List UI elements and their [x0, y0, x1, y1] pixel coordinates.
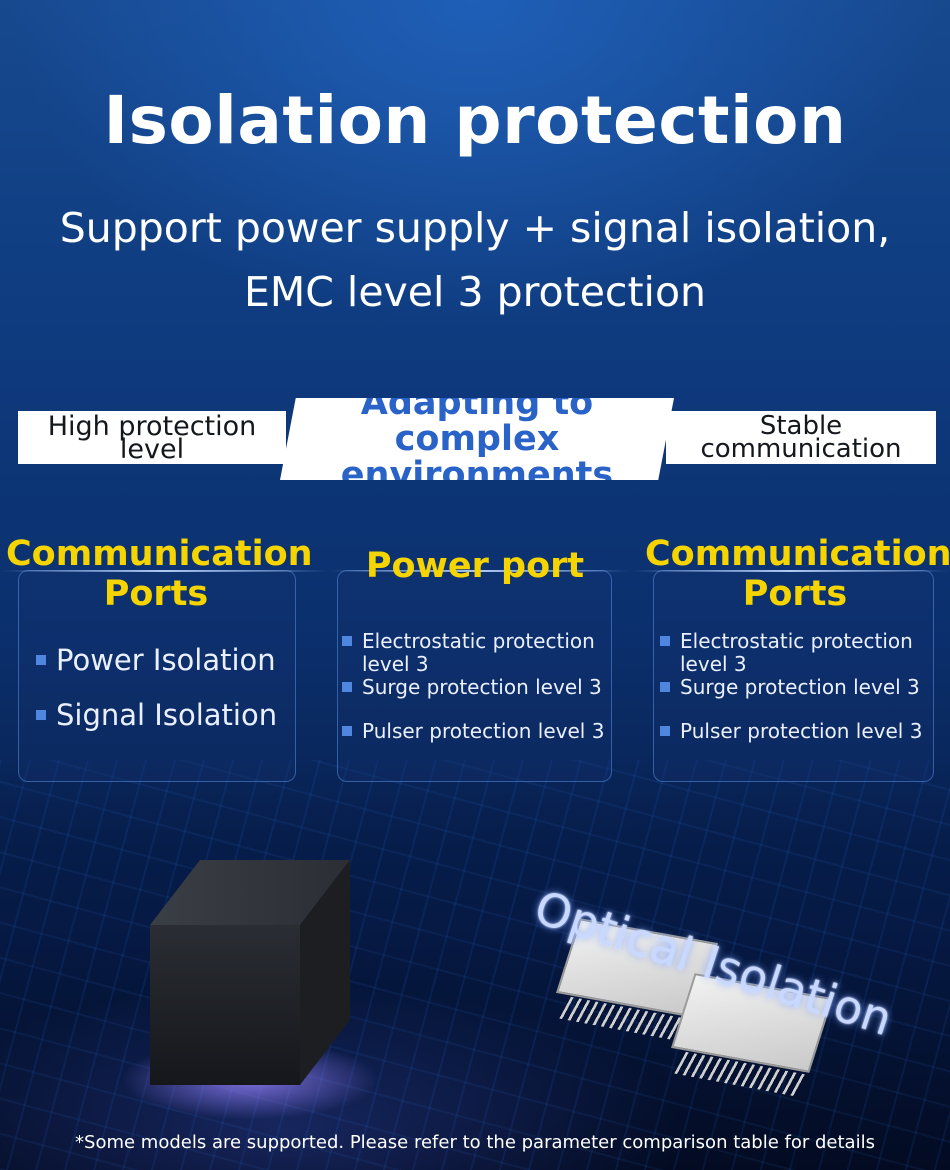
list-item-text: Signal Isolation: [56, 698, 278, 732]
banner-high-protection: High protection level: [18, 411, 286, 464]
card-communication-ports-right: [653, 570, 934, 782]
subtitle-line-1: Support power supply + signal isolation,: [59, 204, 891, 252]
card-heading-right-line-2: Ports: [742, 574, 848, 614]
lightning-effect-left: [0, 570, 330, 572]
list-item: Electrostatic protection level 3: [660, 630, 935, 676]
banner-middle-line-2: environments: [340, 455, 614, 495]
banner-middle-line-1: Adapting to complex: [360, 383, 594, 459]
list-item: Surge protection level 3: [660, 676, 935, 720]
card-list-right: Electrostatic protection level 3 Surge p…: [660, 630, 935, 743]
list-item: Electrostatic protection level 3: [342, 630, 617, 676]
bullet-square-icon: [342, 682, 352, 692]
banner-right-line-1: Stable: [759, 410, 843, 441]
list-item-text: Surge protection level 3: [362, 675, 602, 699]
list-item-text: Electrostatic protection level 3: [680, 629, 913, 676]
list-item-text: Surge protection level 3: [680, 675, 920, 699]
cube-front-face: [150, 925, 300, 1085]
list-item: Pulser protection level 3: [342, 720, 617, 743]
bullet-square-icon: [36, 655, 46, 665]
lightning-effect-middle: [330, 570, 630, 572]
banner-left-line-1: High protection: [47, 410, 257, 442]
bullet-square-icon: [342, 636, 352, 646]
card-list-middle: Electrostatic protection level 3 Surge p…: [342, 630, 617, 743]
card-heading-left-line-2: Ports: [103, 574, 209, 614]
list-item: Surge protection level 3: [342, 676, 617, 720]
banner-right-line-2: communication: [700, 433, 902, 464]
bullet-square-icon: [660, 682, 670, 692]
banner-left-line-2: level: [119, 433, 185, 465]
bullet-square-icon: [36, 710, 46, 720]
list-item: Pulser protection level 3: [660, 720, 935, 743]
list-item-text: Electrostatic protection level 3: [362, 629, 595, 676]
list-item: Signal Isolation: [36, 695, 277, 750]
list-item: Power Isolation: [36, 640, 277, 695]
subtitle-line-2: EMC level 3 protection: [243, 268, 707, 316]
page-title: Isolation protection: [103, 82, 847, 159]
bullet-square-icon: [660, 636, 670, 646]
card-heading-left: Communication Ports: [6, 534, 313, 614]
list-item-text: Power Isolation: [56, 643, 276, 677]
banner-stable-communication: Stable communication: [666, 411, 936, 464]
bullet-square-icon: [660, 726, 670, 736]
bullet-square-icon: [342, 726, 352, 736]
isolation-module-cube-icon: [150, 860, 350, 1085]
page-subtitle: Support power supply + signal isolation,…: [0, 196, 950, 324]
card-heading-right-line-1: Communication: [645, 534, 950, 574]
banner-complex-environments: Adapting to complex environments: [280, 398, 674, 480]
footnote: *Some models are supported. Please refer…: [75, 1132, 875, 1153]
card-heading-right: Communication Ports: [645, 534, 950, 614]
list-item-text: Pulser protection level 3: [680, 719, 923, 743]
lightning-effect-right: [630, 570, 950, 572]
card-heading-left-line-1: Communication: [6, 534, 313, 574]
list-item-text: Pulser protection level 3: [362, 719, 605, 743]
card-list-left: Power Isolation Signal Isolation: [36, 640, 277, 750]
card-heading-middle: Power port: [365, 546, 585, 586]
